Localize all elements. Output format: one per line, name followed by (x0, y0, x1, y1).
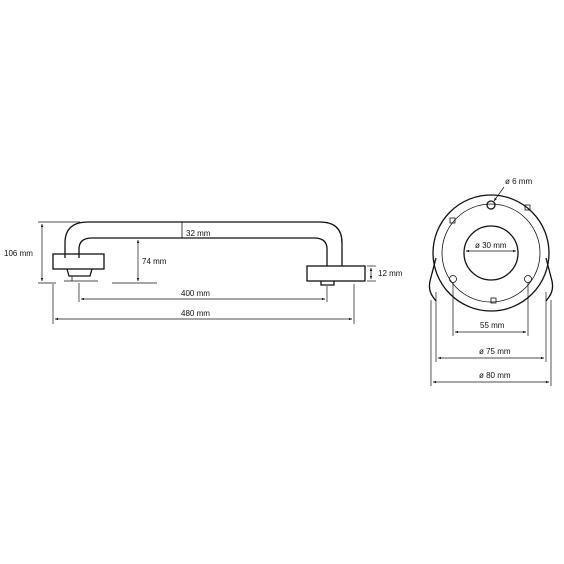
screw-slot-bottom (490, 297, 497, 304)
screw-hole-left (449, 275, 457, 283)
end-view: ø 6 mm ø 30 mm 55 mm ø 75 mm ø 80 mm (428, 177, 554, 386)
rosette-inner-ring (441, 203, 541, 303)
screw-hole-label: ø 6 mm (505, 177, 532, 186)
rosette-outer (432, 194, 550, 312)
left-flange (52, 253, 105, 270)
right-flange-step (320, 281, 335, 286)
hole-spacing-label: 55 mm (480, 321, 505, 330)
screw-hole-right (524, 275, 532, 283)
rosette-diameter-label: ø 75 mm (479, 347, 511, 356)
base-plate-right (545, 257, 554, 302)
screw-slot-left (449, 217, 456, 224)
outer-diameter-label: ø 80 mm (479, 371, 511, 380)
bore-label: ø 30 mm (475, 241, 507, 250)
standoff-label: 74 mm (142, 257, 167, 266)
screw-hole-top (486, 200, 496, 210)
side-view: 106 mm 32 mm 74 mm 12 mm 400 mm 480 mm (4, 221, 403, 324)
tube-diameter-label: 32 mm (186, 229, 211, 238)
grab-bar-tube-outer (64, 221, 343, 266)
center-bore (463, 225, 519, 281)
grab-bar-tube-inner (78, 237, 328, 266)
screw-hole-leader (493, 186, 505, 202)
overall-length-label: 480 mm (181, 309, 210, 318)
left-flange-step (66, 268, 93, 277)
base-plate (428, 257, 437, 302)
screw-slot-right (524, 204, 531, 211)
flange-thickness-label: 12 mm (378, 269, 403, 278)
right-flange (306, 265, 366, 282)
inner-length-label: 400 mm (181, 289, 210, 298)
height-dimension-label: 106 mm (4, 249, 33, 258)
